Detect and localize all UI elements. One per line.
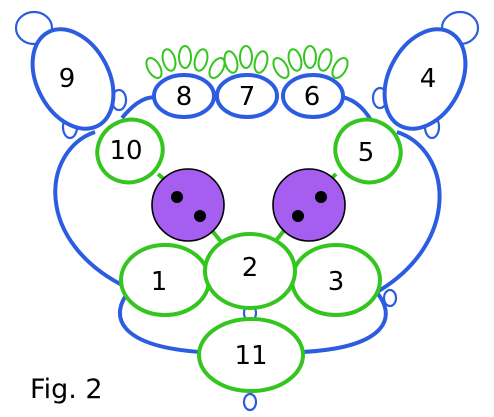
ring-7-label: 7: [239, 82, 256, 112]
ring-9-label: 9: [59, 64, 76, 94]
ring-8-label: 8: [176, 82, 193, 112]
ring-6: [281, 73, 345, 119]
ring-3-label: 3: [328, 267, 345, 297]
ring-2-label: 2: [242, 253, 259, 283]
ring-4-label: 4: [420, 64, 437, 94]
ring-9: [30, 27, 116, 131]
bead-right: [272, 168, 346, 242]
picot-cluster-top: [145, 45, 349, 79]
ring-10: [95, 117, 165, 185]
ring-10-label: 10: [109, 136, 142, 166]
bead-left-hole: [194, 210, 206, 222]
picot-bottom: [242, 392, 258, 412]
bead-right-hole: [315, 191, 327, 203]
ring-6-label: 6: [304, 82, 321, 112]
ring-2: [203, 232, 297, 310]
ring-7: [215, 73, 279, 119]
figure-caption: Fig. 2: [30, 374, 103, 405]
ring-11-label: 11: [234, 341, 267, 371]
ring-5-label: 5: [358, 138, 375, 168]
ring-5: [333, 117, 403, 185]
outer-chain: [53, 130, 442, 294]
ring-1-label: 1: [151, 267, 168, 297]
lower-chain: [117, 288, 388, 354]
bead-left: [151, 168, 225, 242]
ring-11: [197, 317, 305, 393]
ring-8: [152, 73, 216, 119]
bead-right-hole: [292, 210, 304, 222]
bead-left-hole: [171, 191, 183, 203]
ring-4: [382, 27, 468, 131]
picot-lower-right: [382, 288, 398, 308]
